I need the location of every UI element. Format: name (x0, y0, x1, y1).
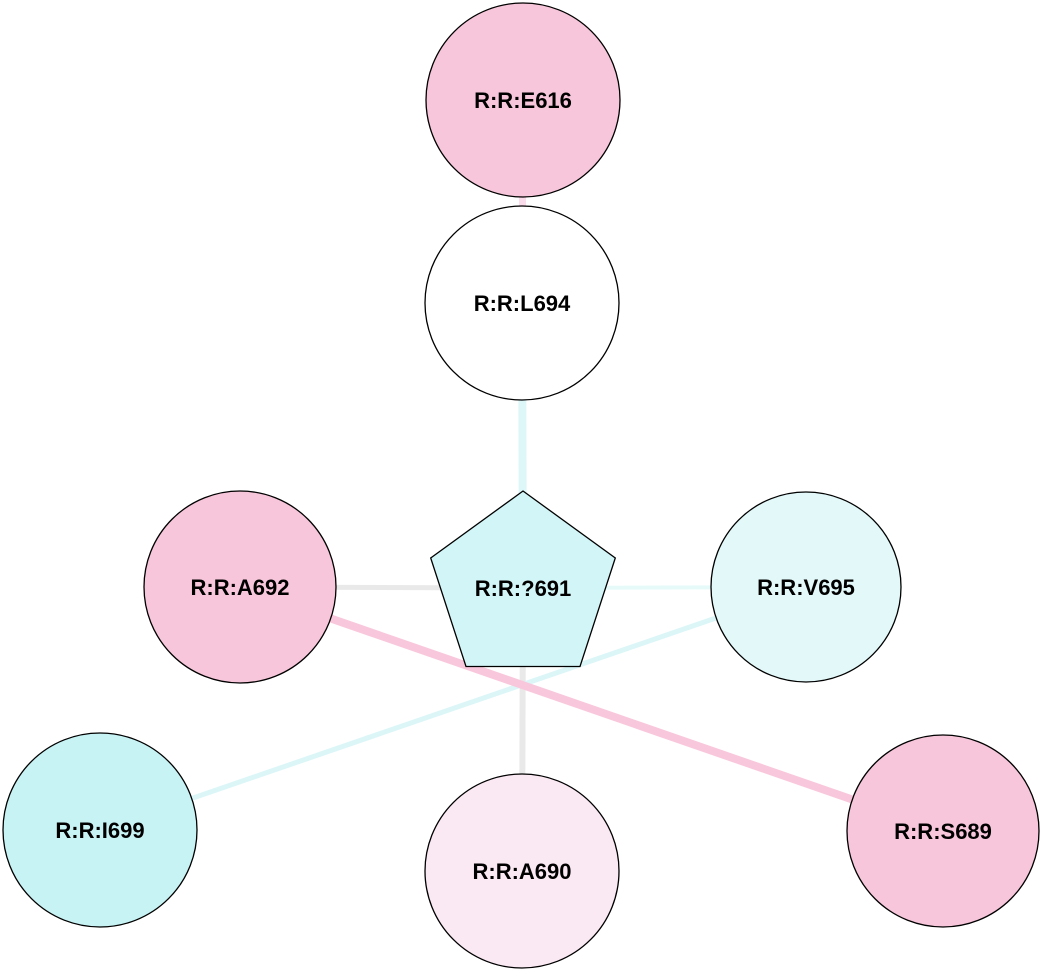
edge-A692-S689[interactable] (238, 583, 945, 835)
node-L694[interactable]: R:R:L694 (424, 205, 620, 401)
node-shape-L694[interactable] (424, 205, 620, 401)
node-S689[interactable]: R:R:S689 (846, 734, 1040, 928)
node-A692[interactable]: R:R:A692 (143, 490, 337, 684)
node-Q691[interactable]: R:R:?691 (429, 490, 617, 668)
node-shape-I699[interactable] (2, 732, 198, 928)
node-shape-V695[interactable] (710, 491, 902, 683)
node-shape-E616[interactable] (425, 2, 621, 198)
node-shape-A692[interactable] (143, 490, 337, 684)
node-shape-S689[interactable] (846, 734, 1040, 928)
node-A690[interactable]: R:R:A690 (424, 773, 620, 969)
node-I699[interactable]: R:R:I699 (2, 732, 198, 928)
node-E616[interactable]: R:R:E616 (425, 2, 621, 198)
node-shape-Q691[interactable] (429, 490, 617, 668)
node-shape-A690[interactable] (424, 773, 620, 969)
edge-I699-V695[interactable] (99, 584, 807, 833)
node-V695[interactable]: R:R:V695 (710, 491, 902, 683)
